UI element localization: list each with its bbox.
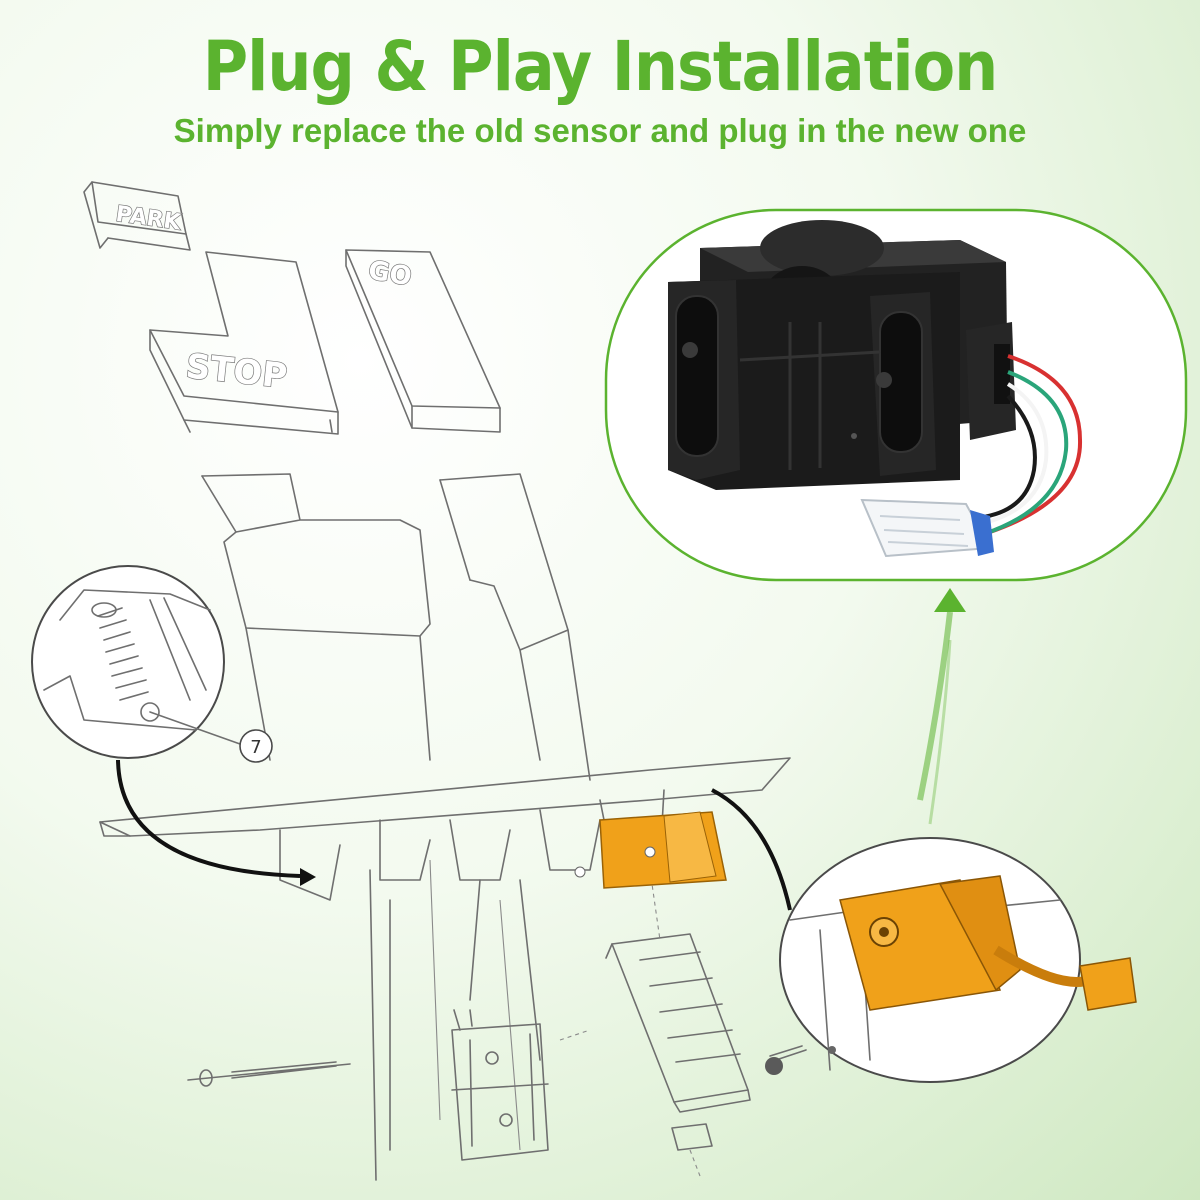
pedal-assembly-drawing: [99, 473, 807, 1181]
upgrade-arrow: [917, 588, 966, 825]
sensor-in-assembly: [574, 811, 727, 889]
go-label: GO: [366, 255, 414, 292]
new-sensor-product: [668, 220, 1083, 558]
page-subtitle: Simply replace the old sensor and plug i…: [173, 112, 1027, 149]
park-cap: PARK: [83, 181, 191, 251]
stop-label: STOP: [184, 346, 289, 396]
sensor-zoom-arrow: [711, 788, 792, 911]
callout-number: 7: [250, 737, 261, 758]
sensor-zoom-callout: [779, 837, 1137, 1083]
go-pedal-cover: GO: [345, 249, 501, 433]
park-label: PARK: [114, 202, 183, 236]
spring-detail-callout: 7: [31, 565, 273, 763]
page-title: Plug & Play Installation: [202, 26, 999, 107]
spring-arrow: [116, 759, 316, 886]
spring-coil: [91, 602, 160, 722]
stop-pedal-cover: STOP: [149, 251, 339, 435]
